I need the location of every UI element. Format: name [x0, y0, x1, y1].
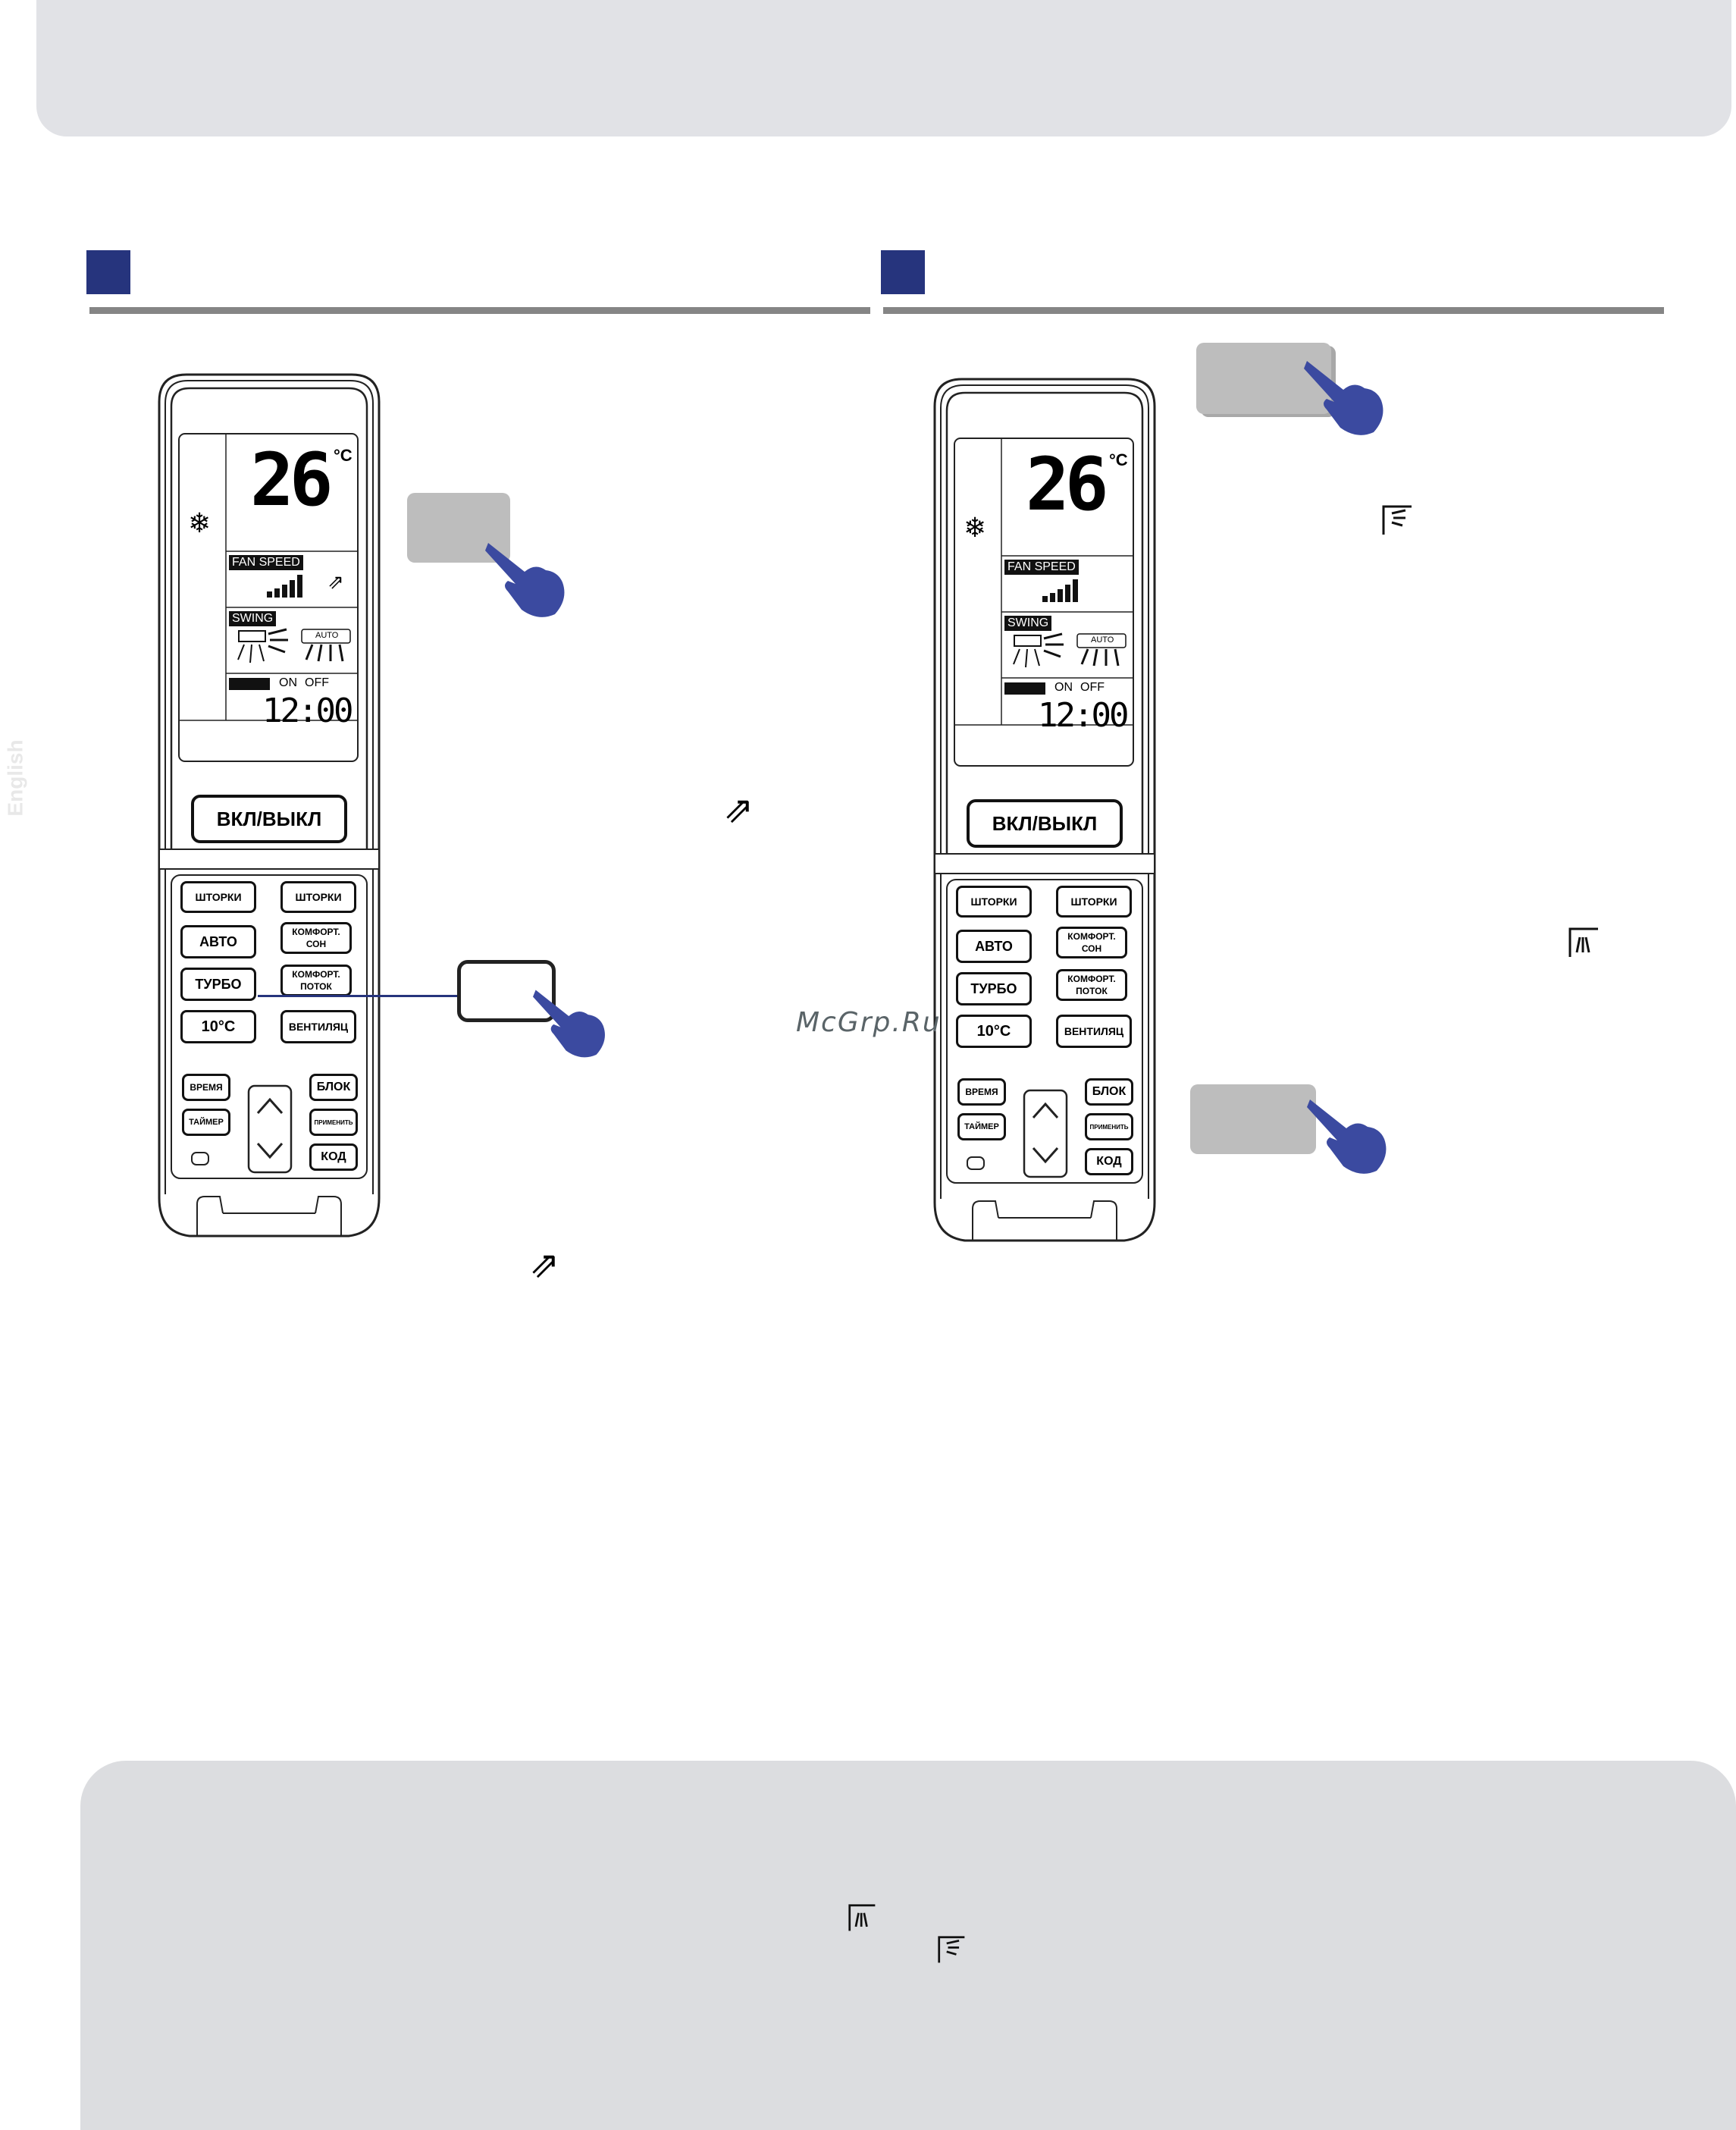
remote-right: 26 °C ❄ FAN SPEED SWING AUTO ON OFF 12:0… [920, 376, 1170, 1248]
lcd-timer-on: ON [1054, 681, 1073, 694]
lock-button[interactable]: БЛОК [309, 1074, 358, 1101]
callout-box-turbo [457, 960, 556, 1022]
comfort-flow-button[interactable]: КОМФОРТ. ПОТОК [280, 965, 352, 996]
comfort-flow-line2: ПОТОК [300, 981, 332, 992]
power-button[interactable]: ВКЛ/ВЫКЛ [191, 795, 347, 843]
header-banner [36, 0, 1731, 136]
lcd-clock: 12:00 [1038, 696, 1129, 735]
lcd-clock: 12:00 [262, 692, 353, 730]
comfort-flow-line1: КОМФОРТ. [1067, 974, 1116, 984]
lcd-fan-speed-label: FAN SPEED [1004, 560, 1079, 575]
timer-button[interactable]: ТАЙМЕР [957, 1113, 1006, 1140]
comfort-sleep-button[interactable]: КОМФОРТ. СОН [280, 922, 352, 954]
apply-button[interactable]: ПРИМЕНИТЬ [309, 1109, 358, 1136]
remote-outline [158, 373, 381, 1238]
turbo-button[interactable]: ТУРБО [180, 968, 256, 1001]
lcd-temperature: 26 [250, 438, 334, 522]
lcd-timer-off: OFF [305, 676, 329, 689]
lock-button[interactable]: БЛОК [1085, 1078, 1133, 1106]
apply-button[interactable]: ПРИМЕНИТЬ [1085, 1113, 1133, 1140]
lcd-temp-unit: °C [1109, 450, 1128, 469]
turbo-arrow-icon: ⇗ [327, 570, 344, 593]
time-button[interactable]: ВРЕМЯ [957, 1078, 1006, 1106]
lcd-temp-unit: °C [334, 446, 353, 465]
fan-button[interactable]: ВЕНТИЛЯЦ [1056, 1015, 1132, 1048]
lcd-fan-speed-label: FAN SPEED [229, 555, 303, 570]
turbo-button[interactable]: ТУРБО [956, 972, 1032, 1005]
ten-c-button[interactable]: 10°C [180, 1010, 256, 1043]
comfort-flow-line1: КОМФОРТ. [292, 969, 340, 980]
lcd-swing-auto: AUTO [315, 631, 339, 640]
shutters-horizontal-button[interactable]: ШТОРКИ [1056, 886, 1132, 918]
comfort-sleep-line1: КОМФОРТ. [1067, 931, 1116, 942]
pointing-hand-icon [485, 543, 565, 617]
watermark: McGrp.Ru [796, 1007, 942, 1038]
vertical-swing-icon [1382, 505, 1412, 535]
lcd-timer-on: ON [279, 676, 297, 689]
comfort-sleep-button[interactable]: КОМФОРТ. СОН [1056, 927, 1127, 958]
shutters-horizontal-button[interactable]: ШТОРКИ [280, 881, 356, 913]
code-button[interactable]: КОД [309, 1143, 358, 1171]
code-button[interactable]: КОД [1085, 1148, 1133, 1175]
shutters-vertical-button[interactable]: ШТОРКИ [956, 886, 1032, 918]
timer-button[interactable]: ТАЙМЕР [182, 1109, 230, 1136]
shutters-vertical-button[interactable]: ШТОРКИ [180, 881, 256, 913]
auto-button[interactable]: АВТО [956, 930, 1032, 963]
section-marker-right [881, 250, 925, 294]
horizontal-swing-icon [1568, 927, 1598, 957]
lcd-timer-off: OFF [1080, 681, 1105, 694]
horizontal-swing-icon [848, 1904, 876, 1931]
snowflake-icon: ❄ [188, 508, 212, 539]
side-language-tab: English [3, 739, 27, 817]
fan-button[interactable]: ВЕНТИЛЯЦ [280, 1010, 356, 1043]
pointing-hand-icon [533, 990, 605, 1058]
lcd-swing-label: SWING [229, 611, 277, 626]
turbo-leader-line [258, 995, 457, 997]
callout-box-bottom-right [1190, 1084, 1316, 1154]
ten-c-button[interactable]: 10°C [956, 1015, 1032, 1048]
section-rule-left [89, 307, 870, 314]
remote-outline [933, 378, 1156, 1242]
callout-box-top-right [1196, 343, 1331, 414]
snowflake-icon: ❄ [964, 513, 987, 544]
comfort-flow-line2: ПОТОК [1076, 986, 1108, 996]
remote-left: 26 °C ❄ FAN SPEED ⇗ SWING AUTO ON OFF 12… [144, 372, 394, 1244]
pointing-hand-icon [1304, 361, 1383, 435]
power-button[interactable]: ВКЛ/ВЫКЛ [967, 799, 1123, 848]
comfort-sleep-line1: КОМФОРТ. [292, 927, 340, 937]
comfort-flow-button[interactable]: КОМФОРТ. ПОТОК [1056, 969, 1127, 1001]
lcd-temperature: 26 [1026, 442, 1109, 527]
lcd-swing-auto: AUTO [1091, 635, 1114, 645]
pointing-hand-icon [1307, 1100, 1387, 1174]
vertical-swing-icon [938, 1936, 965, 1963]
auto-button[interactable]: АВТО [180, 925, 256, 958]
time-button[interactable]: ВРЕМЯ [182, 1074, 230, 1101]
section-rule-right [883, 307, 1664, 314]
turbo-arrow-icon: ⇗ [529, 1245, 560, 1285]
comfort-sleep-line2: СОН [306, 939, 327, 949]
note-panel [80, 1761, 1736, 2130]
turbo-arrow-icon: ⇗ [723, 790, 754, 830]
lcd-swing-label: SWING [1004, 616, 1052, 631]
section-marker-left [86, 250, 130, 294]
comfort-sleep-line2: СОН [1081, 943, 1102, 954]
